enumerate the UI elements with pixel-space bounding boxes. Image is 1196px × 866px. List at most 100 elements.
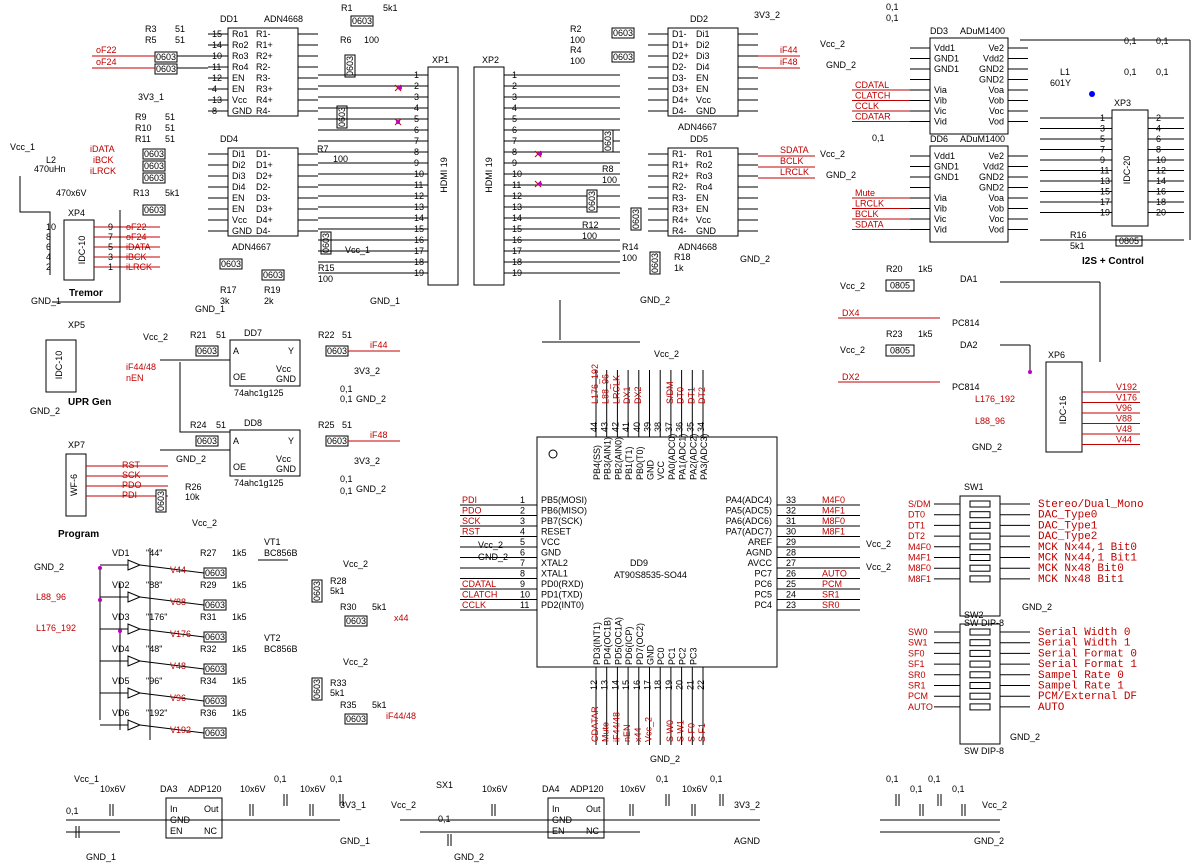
- pin-number: 18: [1156, 197, 1166, 207]
- package-label: 0603: [312, 581, 322, 601]
- pin-number: 3: [108, 252, 113, 262]
- net-label: iDATA: [126, 242, 151, 252]
- switch-function: MCK Nx48 Bit1: [1038, 574, 1124, 586]
- pin-name: Vib: [934, 204, 947, 214]
- resistor-ref: R6: [340, 35, 352, 45]
- power-label: Vcc_2: [982, 800, 1007, 810]
- pin-number: 5: [108, 242, 113, 252]
- cap-value: 10x6V: [682, 784, 708, 794]
- cap-ref: 0,1: [340, 474, 353, 484]
- led-icon: [127, 719, 142, 731]
- pin-name: GND: [170, 815, 191, 825]
- pin-number: 15: [212, 29, 222, 39]
- net-label: nEN: [622, 724, 632, 742]
- pin-name: AREF: [748, 537, 773, 547]
- pin-name: Ro2: [232, 40, 249, 50]
- switch-toggle: [969, 639, 991, 647]
- pin1-mark: [548, 449, 558, 459]
- pin-name: NC: [586, 826, 599, 836]
- pin-name: VCC: [541, 537, 561, 547]
- pin-number: 12: [1156, 166, 1166, 176]
- pin-number: 19: [414, 268, 424, 278]
- pin-number: 13: [512, 202, 522, 212]
- pin-name: PC1: [667, 647, 677, 665]
- net-label: iF44/48: [386, 711, 416, 721]
- pin-name: R4-: [672, 226, 687, 236]
- switch-function: AUTO: [1038, 702, 1065, 714]
- pin-name: Y: [288, 436, 294, 446]
- pin-name: R1-: [256, 29, 271, 39]
- switch-toggle: [969, 628, 991, 636]
- pin-name: A: [233, 346, 239, 356]
- net-label: M8F0: [822, 516, 845, 526]
- resistor-ref: R32: [200, 644, 217, 654]
- connector-type: HDMI 19: [484, 157, 494, 193]
- pin-name: PD4(OC1B): [603, 617, 613, 665]
- net-label: SF1: [908, 659, 925, 669]
- pin-number: 1: [1100, 113, 1105, 123]
- pin-number: 2: [46, 262, 51, 272]
- power-label: GND_1: [195, 304, 225, 314]
- chip-part: ADP120: [570, 784, 604, 794]
- switch-toggle: [969, 554, 991, 561]
- connector-ref: XP3: [1114, 98, 1131, 108]
- pin-number: 44: [589, 422, 599, 432]
- pin-name: Vic: [934, 214, 947, 224]
- net-label: V48: [1116, 424, 1132, 434]
- pin-number: 4: [512, 103, 517, 113]
- net-label: Mute: [601, 722, 611, 742]
- switch-toggle: [969, 682, 991, 689]
- pin-number: 12: [589, 680, 599, 690]
- resistor-value: 1k5: [232, 548, 247, 558]
- power-label: GND_1: [86, 852, 116, 862]
- pin-name: GND: [552, 815, 573, 825]
- pin-number: 18: [414, 257, 424, 267]
- pin-name: R3+: [672, 204, 689, 214]
- package-label: 0603: [156, 52, 176, 62]
- power-label: GND_2: [1022, 602, 1052, 612]
- pin-name: R4+: [672, 215, 689, 225]
- resistor-value: 1k5: [232, 676, 247, 686]
- resistor-ref: R28: [330, 576, 347, 586]
- led-ref: VD4: [112, 644, 130, 654]
- pin-name: PA4(ADC4): [726, 495, 772, 505]
- pin-number: 13: [600, 680, 610, 690]
- wire: [52, 210, 121, 303]
- pin-name: PA5(ADC5): [726, 506, 772, 516]
- net-label: S F1: [697, 723, 707, 742]
- cap-value: 0,1: [340, 486, 353, 496]
- pin-name: Vcc: [232, 215, 248, 225]
- pin-name: GND1: [934, 172, 959, 182]
- net-label: V44: [170, 565, 186, 575]
- resistor-ref: R10: [135, 123, 152, 133]
- net-label: M4F0: [822, 495, 845, 505]
- package-label: 0603: [205, 600, 225, 610]
- cap-ref: 0,1: [340, 384, 353, 394]
- pin-number: 14: [610, 680, 620, 690]
- pin-name: GND1: [934, 162, 959, 172]
- pin-name: Di2: [696, 40, 710, 50]
- pin-number: 43: [600, 422, 610, 432]
- switch-part: SW DIP-8: [964, 746, 1004, 756]
- pin-number: 35: [685, 422, 695, 432]
- power-label: Vcc_2: [840, 345, 865, 355]
- pin-number: 11: [414, 180, 423, 190]
- net-label: L176_192: [36, 623, 76, 633]
- r1-body: [350, 15, 374, 27]
- pin-name: Vib: [934, 96, 947, 106]
- connector-xp7: [65, 453, 87, 517]
- pin-number: 16: [1156, 187, 1166, 197]
- pin-number: 11: [512, 180, 521, 190]
- resistor-ref: R29: [200, 580, 217, 590]
- chip-ref: DD6: [930, 134, 948, 144]
- resistor-ref: R17: [220, 285, 237, 295]
- pin-name: Di3: [232, 171, 246, 181]
- resistor-value: 51: [175, 24, 185, 34]
- resistor: [344, 615, 368, 627]
- connector-type: WF-6: [69, 474, 79, 496]
- r26-body: [155, 489, 167, 513]
- pin-number: 20: [1156, 208, 1166, 218]
- connector-ref: XP5: [68, 320, 85, 330]
- r28-body: [311, 579, 323, 603]
